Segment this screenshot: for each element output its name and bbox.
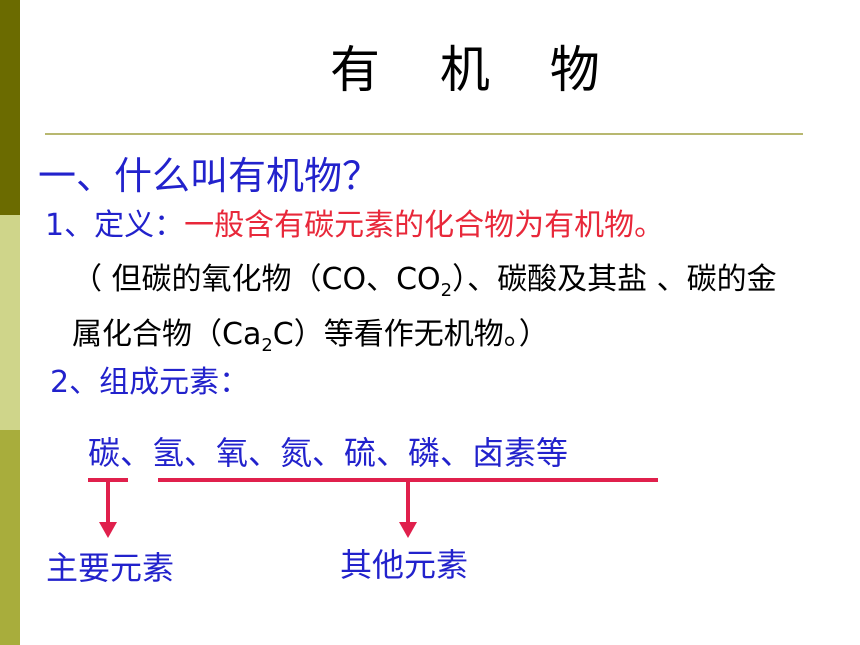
down-arrow-icon (99, 480, 117, 538)
definition-label: 1、定义： (45, 208, 185, 243)
note-subscript-2: 2 (261, 335, 273, 356)
note-subscript-1: 2 (440, 280, 453, 301)
page-title: 有 机 物 (330, 41, 622, 99)
sidebar-decoration (0, 0, 20, 645)
elements-list: 碳、氢、氧、氮、硫、磷、卤素等 (88, 434, 569, 472)
definition-text: 一般含有碳元素的化合物为有机物。 (184, 208, 665, 243)
note-part-3: C）等看作无机物。） (272, 317, 549, 352)
sidebar-block-top (0, 0, 20, 215)
exception-note: （ 但碳的氧化物（CO、CO2）、碳酸及其盐 、碳的金属化合物（Ca2C）等看作… (72, 258, 792, 368)
sidebar-block-middle (0, 215, 20, 430)
section-heading: 一、什么叫有机物？ (38, 154, 381, 198)
definition-line: 1、定义：一般含有碳元素的化合物为有机物。 (45, 200, 664, 244)
note-part-1: （ 但碳的氧化物（CO、CO (72, 262, 441, 297)
composition-label: 2、组成元素： (50, 365, 250, 400)
main-elements-label: 主要元素 (46, 549, 175, 587)
note-part-2: ）、碳酸及其盐 、碳的金属化合物（Ca (72, 262, 777, 352)
down-arrow-icon (399, 480, 417, 538)
other-elements-label: 其他元素 (340, 546, 469, 584)
title-divider (45, 133, 803, 135)
sidebar-block-bottom (0, 430, 20, 645)
